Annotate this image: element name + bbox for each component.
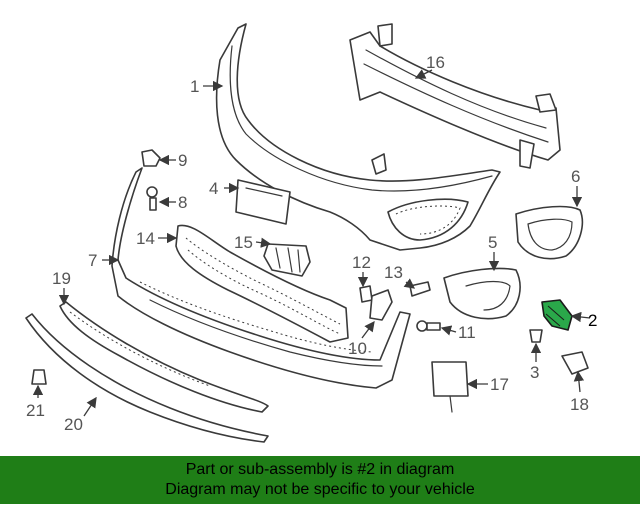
callout-21: 21 <box>26 401 45 420</box>
callout-labels: 1 2 3 4 5 6 7 8 9 10 11 12 13 14 15 16 1… <box>26 53 597 434</box>
callout-4: 4 <box>209 179 218 198</box>
part-screw-8 <box>146 186 158 211</box>
callout-14: 14 <box>136 229 155 248</box>
part-spoiler-20 <box>25 313 269 443</box>
part-grille <box>175 224 349 343</box>
part-license-bracket <box>235 179 291 225</box>
part-2-highlighted <box>541 299 573 331</box>
part-clip-21 <box>31 369 47 385</box>
part-clip-12 <box>359 285 373 303</box>
callout-19: 19 <box>52 269 71 288</box>
callout-3: 3 <box>530 363 539 382</box>
parts-diagram: 1 2 3 4 5 6 7 8 9 10 11 12 13 14 15 16 1… <box>25 23 597 443</box>
callout-1: 1 <box>190 77 199 96</box>
callout-18: 18 <box>570 395 589 414</box>
part-pin-13 <box>409 281 431 297</box>
part-fog-bezel-right <box>515 205 584 260</box>
part-fog-bezel-left <box>443 267 521 320</box>
part-sensor-18 <box>561 351 589 375</box>
callout-5: 5 <box>488 233 497 252</box>
callout-2: 2 <box>588 311 597 330</box>
info-banner: Part or sub-assembly is #2 in diagram Di… <box>0 456 640 504</box>
part-nut-3 <box>529 329 543 343</box>
part-bracket-10 <box>369 289 393 321</box>
part-mount-bracket <box>263 243 311 277</box>
part-lower-strip-19 <box>59 301 269 413</box>
part-lower-bumper-cover <box>111 167 411 389</box>
callout-9: 9 <box>178 151 187 170</box>
callout-17: 17 <box>490 375 509 394</box>
part-reinforcement-beam <box>349 23 561 169</box>
callout-15: 15 <box>234 233 253 252</box>
callout-7: 7 <box>88 251 97 270</box>
banner-line-2: Diagram may not be specific to your vehi… <box>165 481 475 498</box>
callout-11: 11 <box>458 323 476 342</box>
callout-13: 13 <box>384 263 403 282</box>
callout-20: 20 <box>64 415 83 434</box>
callout-12: 12 <box>352 253 371 272</box>
part-sensor-17 <box>431 361 469 413</box>
leader-lines <box>32 69 591 417</box>
callout-8: 8 <box>178 193 187 212</box>
callout-16: 16 <box>426 53 445 72</box>
banner-line-1: Part or sub-assembly is #2 in diagram <box>185 461 455 478</box>
callout-6: 6 <box>571 167 580 186</box>
part-bolt-11 <box>416 320 441 332</box>
callout-10: 10 <box>348 339 367 358</box>
part-clip-9 <box>141 149 161 167</box>
